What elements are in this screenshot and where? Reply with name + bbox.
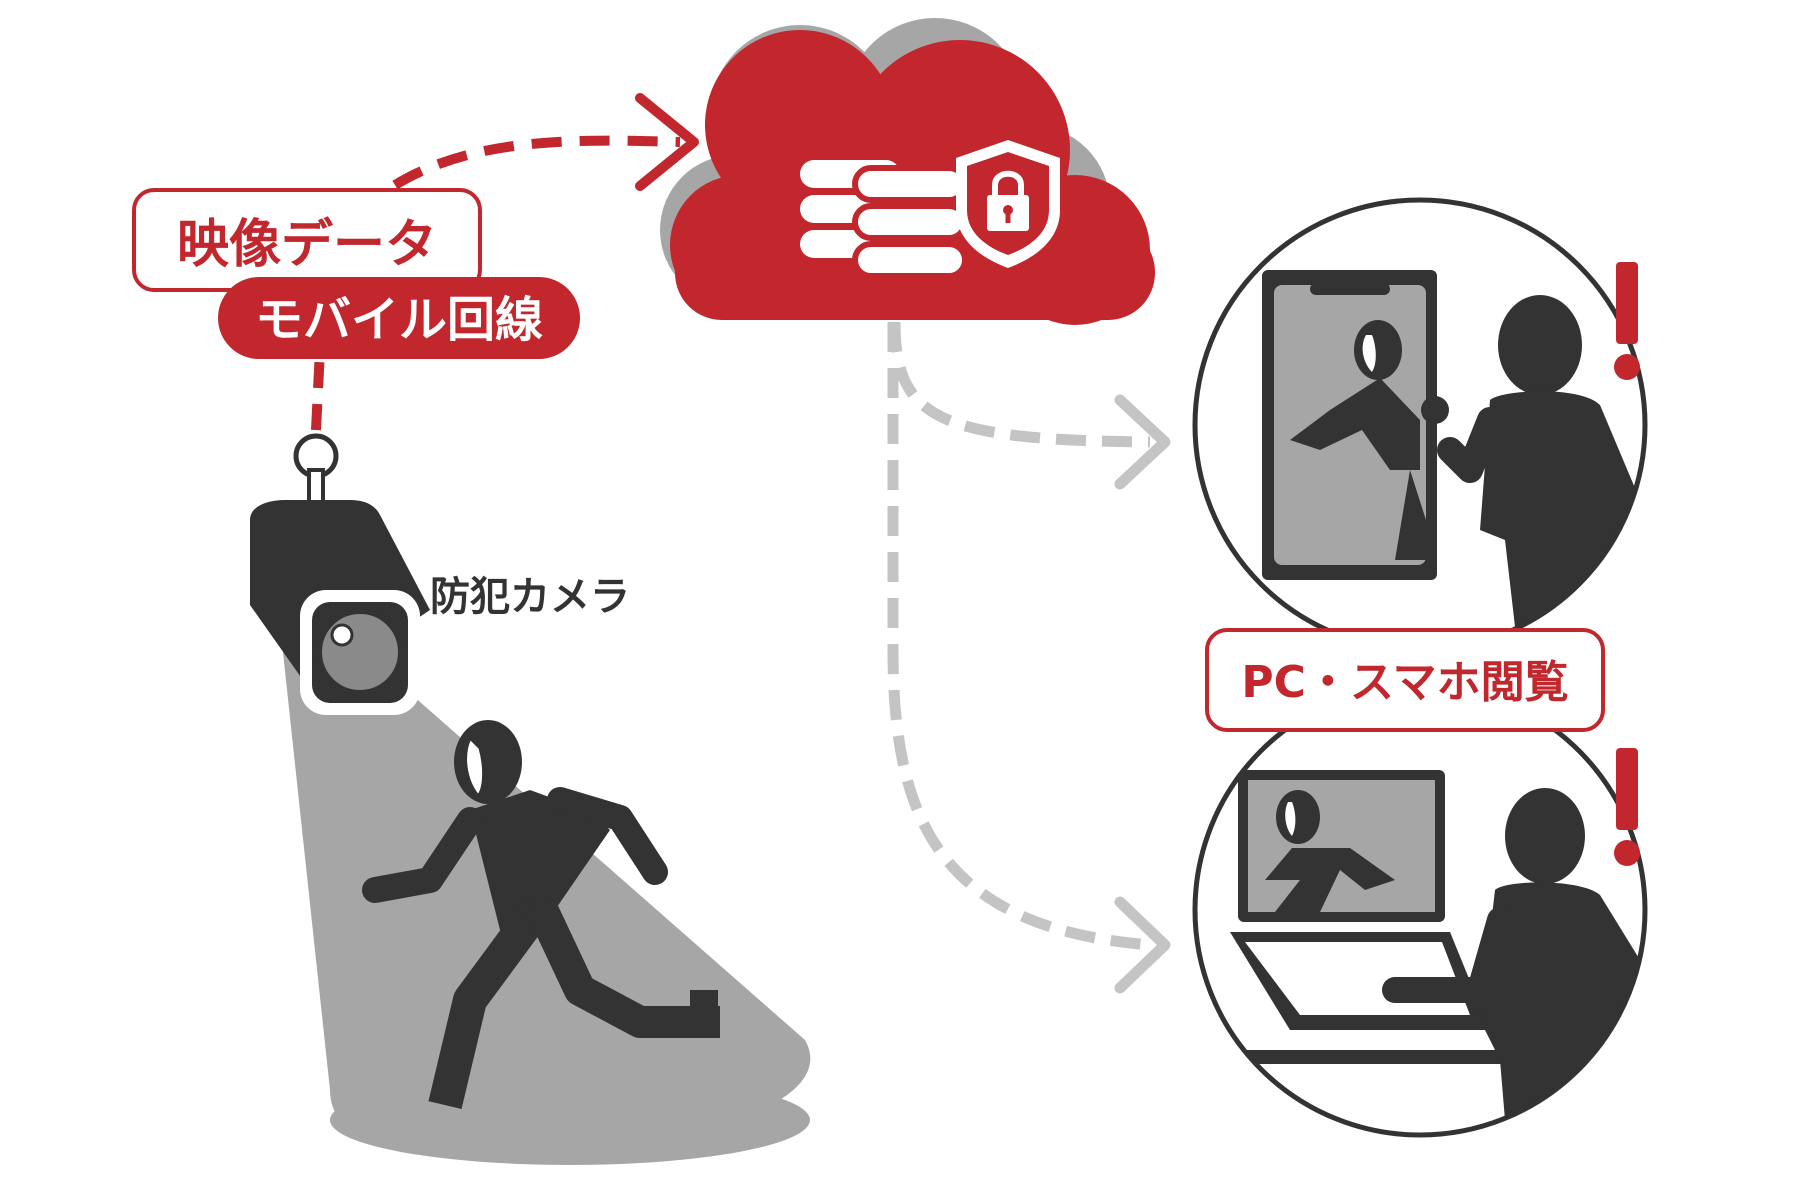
smartphone-view-scene bbox=[1192, 197, 1648, 653]
database-icon bbox=[800, 160, 968, 279]
security-camera-icon bbox=[250, 433, 430, 715]
video-data-label: 映像データ bbox=[132, 188, 482, 292]
video-data-text: 映像データ bbox=[177, 215, 437, 275]
cloud-to-laptop-dashed-line bbox=[887, 322, 1151, 951]
camera-to-label-dashed-line bbox=[311, 349, 325, 431]
smartphone-arrowhead-icon bbox=[1114, 394, 1171, 490]
cloud-arrowhead-icon bbox=[635, 93, 699, 191]
alert-exclamation-icon-bottom bbox=[1614, 748, 1640, 866]
shield-lock-icon bbox=[956, 140, 1060, 268]
mobile-line-text: モバイル回線 bbox=[255, 292, 543, 348]
pc-smartphone-view-label: PC・スマホ閲覧 bbox=[1205, 628, 1605, 732]
alert-exclamation-icon-top bbox=[1614, 262, 1640, 380]
mobile-line-badge: モバイル回線 bbox=[218, 277, 580, 359]
smartphone-icon bbox=[1262, 270, 1449, 580]
laptop-view-scene bbox=[1192, 682, 1648, 1138]
laptop-icon bbox=[1230, 770, 1490, 1030]
laptop-arrowhead-icon bbox=[1114, 896, 1171, 994]
running-person-icon bbox=[362, 720, 720, 1109]
security-camera-label: 防犯カメラ bbox=[430, 574, 630, 620]
pc-smartphone-view-text: PC・スマホ閲覧 bbox=[1241, 657, 1568, 708]
label-to-cloud-dashed-line bbox=[392, 135, 681, 190]
cloud-to-smartphone-dashed-line bbox=[889, 321, 1151, 448]
